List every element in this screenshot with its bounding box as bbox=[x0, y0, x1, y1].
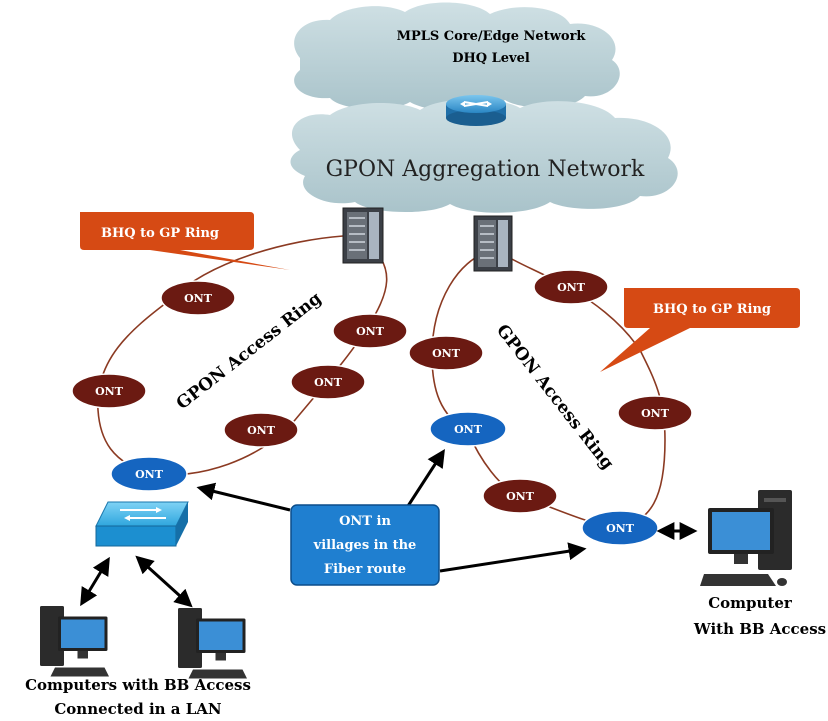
callout-left: BHQ to GP Ring bbox=[80, 212, 290, 270]
mpls-core-cloud: MPLS Core/Edge Network DHQ Level bbox=[294, 2, 620, 112]
computer-icon bbox=[178, 608, 247, 679]
callout-right-label: BHQ to GP Ring bbox=[653, 302, 771, 317]
ont-nodes-ring: ONT ONT ONT ONT ONT ONT ONT ONT ONT bbox=[71, 269, 693, 514]
callout-left-label: BHQ to GP Ring bbox=[101, 226, 219, 241]
ont-village-node: ONT bbox=[429, 411, 507, 447]
ont-node: ONT bbox=[71, 373, 147, 409]
ont-label: ONT bbox=[432, 347, 461, 360]
ont-node: ONT bbox=[160, 280, 236, 316]
arrow-to-right-ont bbox=[439, 542, 587, 573]
arrow-switch-to-pc-right bbox=[135, 555, 193, 608]
computer-icon bbox=[700, 490, 792, 586]
village-box-line1: ONT in bbox=[339, 514, 391, 529]
core-cloud-line2: DHQ Level bbox=[452, 51, 530, 66]
ont-node: ONT bbox=[290, 364, 366, 400]
computers-lan-line2: Connected in a LAN bbox=[54, 700, 222, 718]
village-box-line2: villages in the bbox=[313, 538, 417, 553]
village-box-line3: Fiber route bbox=[324, 562, 406, 577]
computer-right-line1: Computer bbox=[708, 594, 793, 612]
aggregation-cloud-label: GPON Aggregation Network bbox=[326, 157, 645, 182]
arrow-to-left-ont bbox=[196, 482, 291, 512]
ont-node: ONT bbox=[408, 335, 484, 371]
right-ring-label: GPON Access Ring bbox=[492, 321, 618, 474]
olt-rack-icon bbox=[342, 207, 384, 264]
lan-switch-icon bbox=[95, 501, 189, 547]
ont-label: ONT bbox=[135, 468, 164, 481]
ont-label: ONT bbox=[356, 325, 385, 338]
ont-node: ONT bbox=[332, 313, 408, 349]
olt-rack-icon bbox=[473, 215, 513, 272]
ont-village-node: ONT bbox=[110, 456, 188, 492]
ont-node: ONT bbox=[533, 269, 609, 305]
ont-label: ONT bbox=[184, 292, 213, 305]
core-cloud-line1: MPLS Core/Edge Network bbox=[397, 29, 587, 44]
router-icon bbox=[446, 95, 506, 126]
ont-node: ONT bbox=[617, 395, 693, 431]
arrow-switch-to-pc-left bbox=[80, 556, 110, 607]
computers-lan-line1: Computers with BB Access bbox=[25, 676, 251, 694]
ont-node: ONT bbox=[223, 412, 299, 448]
village-info-box: ONT in villages in the Fiber route bbox=[290, 504, 440, 586]
computer-icon bbox=[40, 606, 109, 677]
ont-label: ONT bbox=[557, 281, 586, 294]
arrow-to-middle-ont bbox=[406, 448, 445, 507]
gpon-aggregation-cloud: GPON Aggregation Network bbox=[290, 99, 678, 213]
ont-node: ONT bbox=[482, 478, 558, 514]
ont-label: ONT bbox=[641, 407, 670, 420]
ont-label: ONT bbox=[314, 376, 343, 389]
ont-label: ONT bbox=[606, 522, 635, 535]
ont-village-node: ONT bbox=[581, 510, 659, 546]
ont-label: ONT bbox=[247, 424, 276, 437]
arrows bbox=[80, 448, 698, 608]
ont-label: ONT bbox=[506, 490, 535, 503]
ont-label: ONT bbox=[454, 423, 483, 436]
ont-label: ONT bbox=[95, 385, 124, 398]
callout-right: BHQ to GP Ring bbox=[600, 288, 800, 372]
computer-right-line2: With BB Access bbox=[693, 620, 826, 638]
